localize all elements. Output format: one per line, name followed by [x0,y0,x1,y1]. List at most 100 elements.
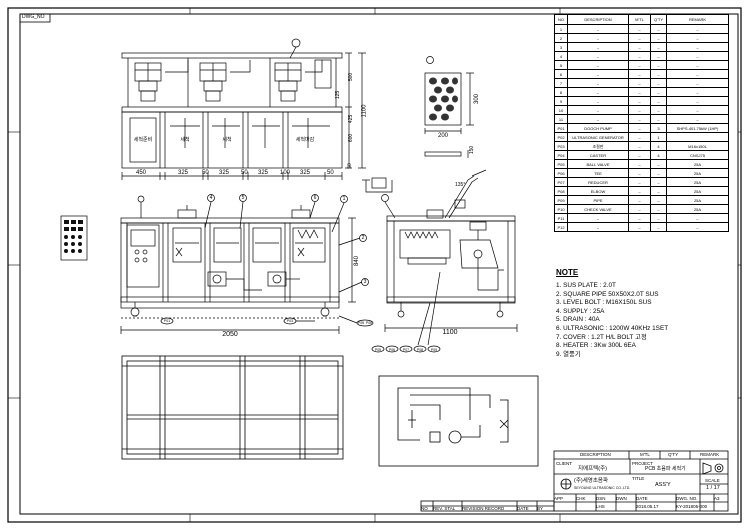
tag-p06: P06 [365,321,373,325]
tb-scale-label: SCALE [705,478,720,483]
parts-list-cell: 4 [650,141,667,151]
parts-list-cell: 8 [554,87,568,97]
parts-list-row: P12–––– [554,222,729,232]
side-view [371,169,518,353]
parts-list-row: 8–––– [554,87,729,97]
parts-list-cell: – [628,150,651,160]
front-view-label-2: 세척 [180,137,190,143]
side-view-width-dim: 1100 [442,329,458,336]
parts-list-header: NO DESCRIPTION M'TL Q'TY REMARK [554,14,729,25]
callout-4: 4 [209,195,213,201]
col-description: DESCRIPTION [567,14,629,25]
parts-list-cell: – [650,159,667,169]
parts-list-cell: – [666,105,729,115]
parts-list-cell: P01 [554,123,568,133]
parts-list-cell: – [567,105,629,115]
tag-p01: P01 [163,319,171,323]
parts-list-cell: – [628,195,651,205]
callout-1: 1 [342,196,346,202]
parts-list-cell: – [650,177,667,187]
parts-list-cell: – [650,186,667,196]
parts-list-cell: 6 [554,69,568,79]
parts-list-cell: – [567,78,629,88]
parts-list-cell: P02 [554,132,568,142]
parts-list-cell: – [650,222,667,232]
front-view-label-1: 세척준비 [133,137,153,143]
parts-list-cell: – [628,168,651,178]
control-panel-view [60,215,88,261]
tb-title-value: ASS'Y [655,482,671,488]
tb-client-label: CLIENT [556,461,573,466]
parts-list-cell: DOOCH PUMP [567,123,629,133]
parts-list-cell: CNSJ75 [666,150,729,160]
tb-company-en: SEYOUNG ULTRASONIC CO.,LTD. [574,486,631,490]
parts-list-cell: ULTRASONIC GENERATOR [567,132,629,142]
parts-list-cell: – [567,222,629,232]
dim-b-450: 450 [136,170,147,176]
front-view-label-4: 세척마감 [295,137,315,143]
dwg-no-box [19,13,51,23]
parts-list-cell: – [628,96,651,106]
callout-6: 6 [313,195,317,201]
parts-list-cell: – [650,24,667,34]
parts-list-row: 10–––– [554,105,729,115]
tb-material-header: M'TL [640,452,650,457]
tag-p05: P05 [357,321,365,325]
parts-list-cell: – [666,222,729,232]
tb-dwgno-header: DWG. NO. [676,496,698,501]
parts-list-cell: – [650,105,667,115]
parts-list-cell: – [666,87,729,97]
parts-list-cell: 4 [650,150,667,160]
parts-list-row: 7–––– [554,78,729,88]
tb-company-kr: (주)세영초음파 [574,478,609,484]
parts-list-cell: 25A [666,177,729,187]
parts-list-cell: – [628,42,651,52]
tb-description-header: DESCRIPTION [580,452,611,457]
rev-date-header: DATE [517,506,529,511]
col-remark: REMARK [666,14,729,25]
parts-list-cell: – [628,141,651,151]
assembly-height-dim: 840 [354,255,361,267]
frame-plan-view [121,355,344,460]
parts-list-cell: P08 [554,186,568,196]
parts-list-cell: – [567,69,629,79]
parts-list-cell: – [567,213,629,223]
rev-by-header: BY [537,506,544,511]
piping-schematic [378,375,539,467]
parts-list-cell: P03 [554,141,568,151]
parts-list-cell: – [666,60,729,70]
parts-list-row: 6–––– [554,69,729,79]
dim-b-325b: 325 [219,170,230,176]
parts-list-cell: P09 [554,195,568,205]
parts-list-cell: – [650,213,667,223]
parts-list-cell: – [628,213,651,223]
parts-list-cell: CHECK VALVE [567,204,629,214]
parts-list-cell: – [567,96,629,106]
tb-project-label: PROJECT [632,461,654,466]
dim-600: 600 [348,133,355,143]
parts-list-cell: – [628,186,651,196]
parts-list-cell: 9 [554,96,568,106]
parts-list-cell: – [628,132,651,142]
dim-50: 50 [346,163,353,169]
callout-3: 3 [363,279,367,285]
pump-motor-3 [274,62,302,102]
dim-b-50a: 50 [202,170,209,176]
parts-list-cell: 7 [554,78,568,88]
small-view-height: 300 [474,93,481,105]
parts-list-cell: – [628,87,651,97]
tb-project-value: PCB 초음파 세척기 [645,466,686,472]
parts-list-cell: 1 [554,24,568,34]
parts-list-cell: – [628,105,651,115]
tb-dwgno-value: KY-201805-000 [676,504,708,509]
side-tag-p06: P06 [388,348,396,352]
side-view-angle: 135° [455,182,466,188]
col-qty: Q'TY [650,14,667,25]
dim-500: 500 [348,72,355,82]
pump-motor-1 [134,62,162,102]
front-view [121,38,366,180]
